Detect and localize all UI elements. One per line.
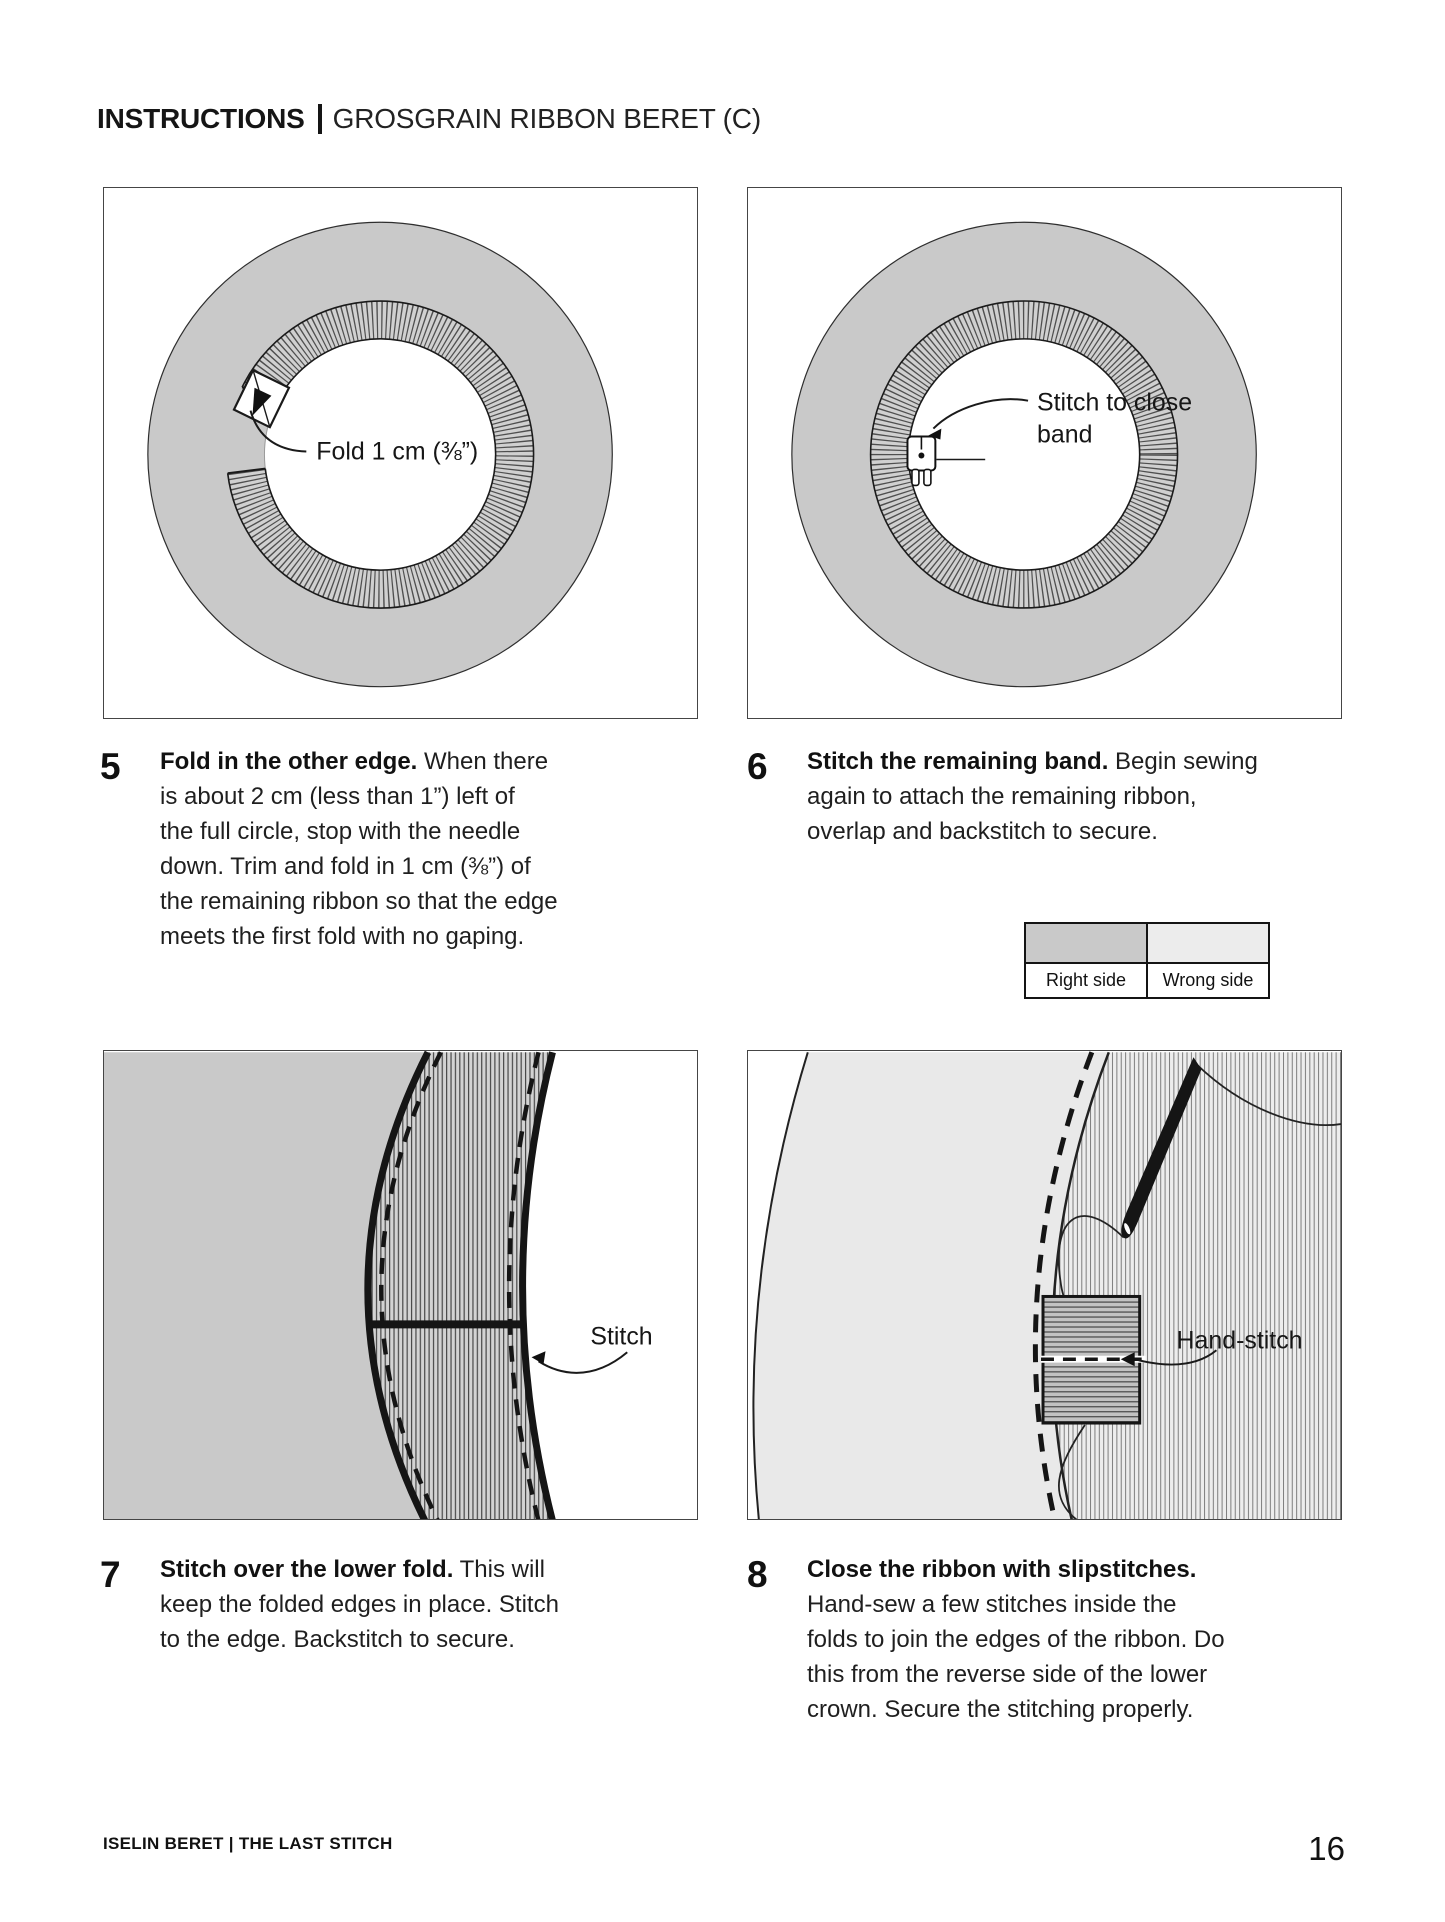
figure-step6: Stitch to close band: [747, 187, 1342, 719]
step6-body: Begin sewing again to attach the remaini…: [807, 748, 1258, 845]
hand-stitch-annotation-label: Hand-stitch: [1177, 1326, 1303, 1354]
step6-bold: Stitch the remaining band.: [807, 748, 1109, 775]
leader-arrow-icon: [531, 1351, 546, 1365]
step5-body: When there is about 2 cm (less than 1”) …: [160, 748, 558, 950]
step8-bold: Close the ribbon with slipstitches.: [807, 1556, 1197, 1583]
right-side-swatch: [1026, 924, 1146, 962]
stitch-close-label-line2: band: [1037, 421, 1092, 449]
page-title: INSTRUCTIONS GROSGRAIN RIBBON BERET (C): [97, 103, 761, 135]
step6-number: 6: [747, 746, 768, 787]
step8-text: Close the ribbon with slipstitches. Hand…: [807, 1552, 1327, 1727]
figure-step7: Stitch: [103, 1050, 698, 1520]
step6-text: Stitch the remaining band. Begin sewing …: [807, 744, 1327, 849]
leader-arrow-icon: [928, 428, 942, 440]
footer-document-title: ISELIN BERET | THE LAST STITCH: [103, 1834, 393, 1853]
presser-foot-icon: [906, 435, 937, 487]
step7-text: Stitch over the lower fold. This will ke…: [160, 1552, 630, 1657]
step5-number: 5: [100, 746, 121, 787]
stitch-annotation-label: Stitch: [590, 1322, 652, 1350]
fold-arrow-icon: [252, 387, 272, 416]
leader-arrow-icon: [1120, 1352, 1135, 1367]
figure-step7-drawing: Stitch: [104, 1051, 653, 1519]
stitch-close-label-line1: Stitch to close: [1037, 389, 1192, 417]
wrong-side-swatch: [1146, 924, 1268, 962]
step7-body: This will keep the folded edges in place…: [160, 1556, 559, 1653]
page-title-sub: GROSGRAIN RIBBON BERET (C): [332, 103, 762, 134]
footer-page-number: 16: [1308, 1830, 1345, 1867]
figure-step6-drawing: Stitch to close band: [791, 221, 1257, 688]
fold-annotation-label: Fold 1 cm (⅜”): [316, 437, 478, 465]
figure-step5: Fold 1 cm (⅜”): [103, 187, 698, 719]
step8-body: Hand-sew a few stitches inside the folds…: [807, 1591, 1225, 1723]
title-separator: [317, 104, 322, 134]
step7-bold: Stitch over the lower fold.: [160, 1556, 454, 1583]
figure-step5-drawing: Fold 1 cm (⅜”): [147, 221, 613, 688]
step7-number: 7: [100, 1554, 121, 1595]
fabric-side-legend: Right side Wrong side: [1024, 922, 1270, 999]
wrong-side-label: Wrong side: [1146, 964, 1268, 997]
step5-bold: Fold in the other edge.: [160, 748, 418, 775]
figure-step8-drawing: Hand-stitch: [752, 1051, 1341, 1519]
needle-icon: [1121, 1057, 1202, 1239]
right-side-label: Right side: [1045, 970, 1127, 990]
figure-step8: Hand-stitch: [747, 1050, 1342, 1520]
page-title-bold: INSTRUCTIONS: [97, 103, 305, 134]
step8-number: 8: [747, 1554, 768, 1595]
step5-text: Fold in the other edge. When there is ab…: [160, 744, 630, 954]
